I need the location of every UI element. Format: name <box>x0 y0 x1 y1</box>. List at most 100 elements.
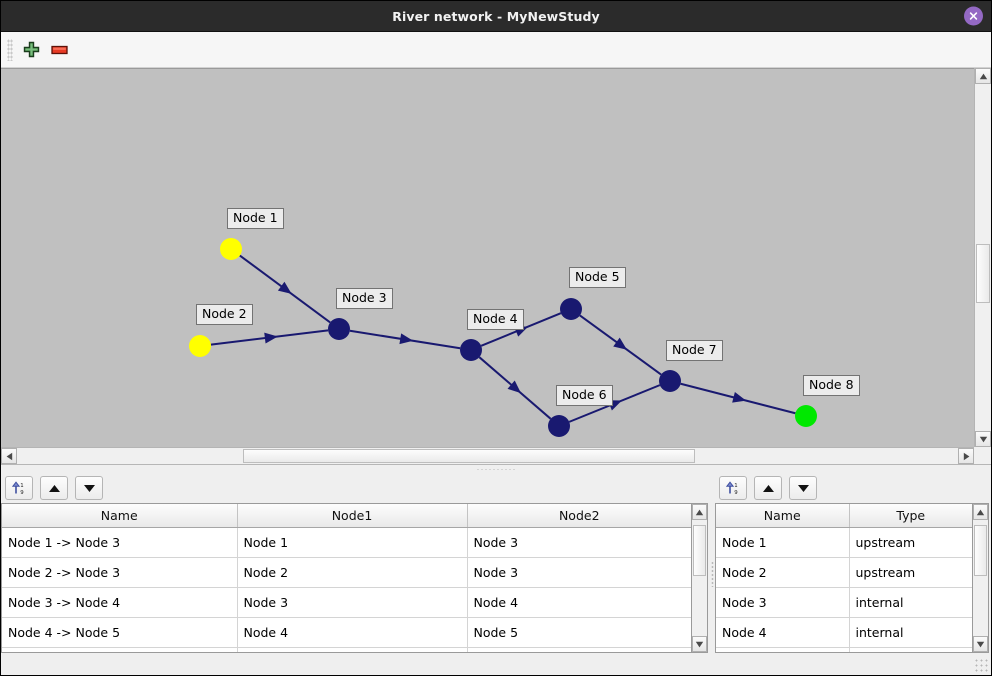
nodes-vscroll-track[interactable] <box>973 520 988 636</box>
reaches-vscroll-track[interactable] <box>692 520 707 636</box>
graph-vscroll-thumb[interactable] <box>976 243 990 303</box>
nodes-move-up-button[interactable] <box>754 476 782 500</box>
column-header-node1[interactable]: Node1 <box>237 504 468 528</box>
scroll-up-button[interactable] <box>975 68 991 84</box>
graph-node-label[interactable]: Node 5 <box>569 267 626 288</box>
graph-node-label[interactable]: Node 3 <box>336 288 393 309</box>
table-cell[interactable]: Node 2 <box>716 557 850 588</box>
nodes-sort-button[interactable]: 1 9 <box>719 476 747 500</box>
graph-hscroll-thumb[interactable] <box>242 449 695 463</box>
table-cell[interactable] <box>716 647 850 652</box>
delete-node-button[interactable] <box>45 36 73 64</box>
nodes-scroll-down-button[interactable] <box>973 636 988 652</box>
table-cell[interactable] <box>2 647 238 652</box>
reaches-scroll-down-button[interactable] <box>692 636 707 652</box>
scroll-down-button[interactable] <box>975 431 991 447</box>
table-cell[interactable]: Node 3 <box>467 527 691 558</box>
window-resize-grip[interactable] <box>974 658 988 672</box>
nodes-scroll-up-button[interactable] <box>973 504 988 520</box>
scroll-left-button[interactable] <box>1 448 17 464</box>
graph-canvas[interactable]: Node 1 Node 2 Node 3 Node 4 Node 5 Node 6 Node… <box>1 68 974 447</box>
graph-node-label[interactable]: Node 1 <box>227 208 284 229</box>
table-cell[interactable]: Node 5 <box>467 617 691 648</box>
node-row[interactable] <box>716 647 972 652</box>
table-cell[interactable]: upstream <box>849 527 972 558</box>
graph-node-label[interactable]: Node 8 <box>803 375 860 396</box>
table-cell[interactable]: Node 3 <box>237 587 468 618</box>
sort-ascending-icon: 1 9 <box>11 481 24 496</box>
column-header-name[interactable]: Name <box>716 504 850 528</box>
graph-node-label[interactable]: Node 4 <box>467 309 524 330</box>
table-cell[interactable]: Node 4 <box>716 617 850 648</box>
table-cell[interactable]: Node 1 <box>716 527 850 558</box>
splitter-grip-icon <box>476 467 516 471</box>
scroll-right-button[interactable] <box>958 448 974 464</box>
close-button[interactable] <box>964 6 983 26</box>
table-cell[interactable]: Node 4 <box>237 617 468 648</box>
vertical-splitter[interactable] <box>710 473 715 675</box>
table-cell[interactable]: Node 3 <box>467 557 691 588</box>
reaches-move-up-button[interactable] <box>40 476 68 500</box>
nodes-vscroll-thumb[interactable] <box>974 524 987 576</box>
table-cell[interactable] <box>467 647 691 652</box>
table-cell[interactable]: upstream <box>849 557 972 588</box>
graph-node-label[interactable]: Node 7 <box>666 340 723 361</box>
table-cell[interactable]: Node 4 -> Node 5 <box>2 617 238 648</box>
table-cell[interactable] <box>849 647 972 652</box>
nodes-vertical-scrollbar[interactable] <box>972 503 989 653</box>
graph-edge-arrow-icon <box>399 333 414 345</box>
table-cell[interactable]: Node 4 <box>467 587 691 618</box>
graph-node[interactable] <box>548 415 570 437</box>
reaches-vertical-scrollbar[interactable] <box>691 503 708 653</box>
graph-node-label[interactable]: Node 2 <box>196 304 253 325</box>
table-cell[interactable] <box>237 647 468 652</box>
reaches-sort-button[interactable]: 1 9 <box>5 476 33 500</box>
column-header-node2[interactable]: Node2 <box>467 504 691 528</box>
graph-horizontal-scrollbar[interactable] <box>1 447 974 464</box>
graph-vscroll-track[interactable] <box>975 84 991 431</box>
table-cell[interactable]: Node 3 -> Node 4 <box>2 587 238 618</box>
add-node-button[interactable] <box>17 36 45 64</box>
table-cell[interactable]: Node 1 <box>237 527 468 558</box>
table-cell[interactable]: Node 2 <box>237 557 468 588</box>
graph-hscroll-track[interactable] <box>17 448 958 464</box>
horizontal-splitter[interactable] <box>1 464 991 473</box>
table-cell[interactable]: Node 1 -> Node 3 <box>2 527 238 558</box>
table-cell[interactable]: internal <box>849 617 972 648</box>
graph-vertical-scrollbar[interactable] <box>974 68 991 447</box>
reaches-move-down-button[interactable] <box>75 476 103 500</box>
triangle-up-icon <box>979 73 987 79</box>
graph-node[interactable] <box>220 238 242 260</box>
reaches-scroll-up-button[interactable] <box>692 504 707 520</box>
graph-node[interactable] <box>659 370 681 392</box>
toolbar-drag-handle[interactable] <box>7 38 13 61</box>
graph-node[interactable] <box>560 298 582 320</box>
reaches-vscroll-thumb[interactable] <box>693 524 706 576</box>
column-header-type[interactable]: Type <box>849 504 972 528</box>
table-cell[interactable]: Node 3 <box>716 587 850 618</box>
graph-node-label[interactable]: Node 6 <box>556 385 613 406</box>
table-cell[interactable]: Node 2 -> Node 3 <box>2 557 238 588</box>
table-cell[interactable]: internal <box>849 587 972 618</box>
graph-node[interactable] <box>460 339 482 361</box>
reach-row[interactable] <box>2 647 691 652</box>
graph-edge-arrow-icon <box>613 337 627 350</box>
column-header-name[interactable]: Name <box>2 504 238 528</box>
graph-node[interactable] <box>189 335 211 357</box>
graph-node[interactable] <box>795 405 817 427</box>
graph-node[interactable] <box>328 318 350 340</box>
nodes-move-down-button[interactable] <box>789 476 817 500</box>
